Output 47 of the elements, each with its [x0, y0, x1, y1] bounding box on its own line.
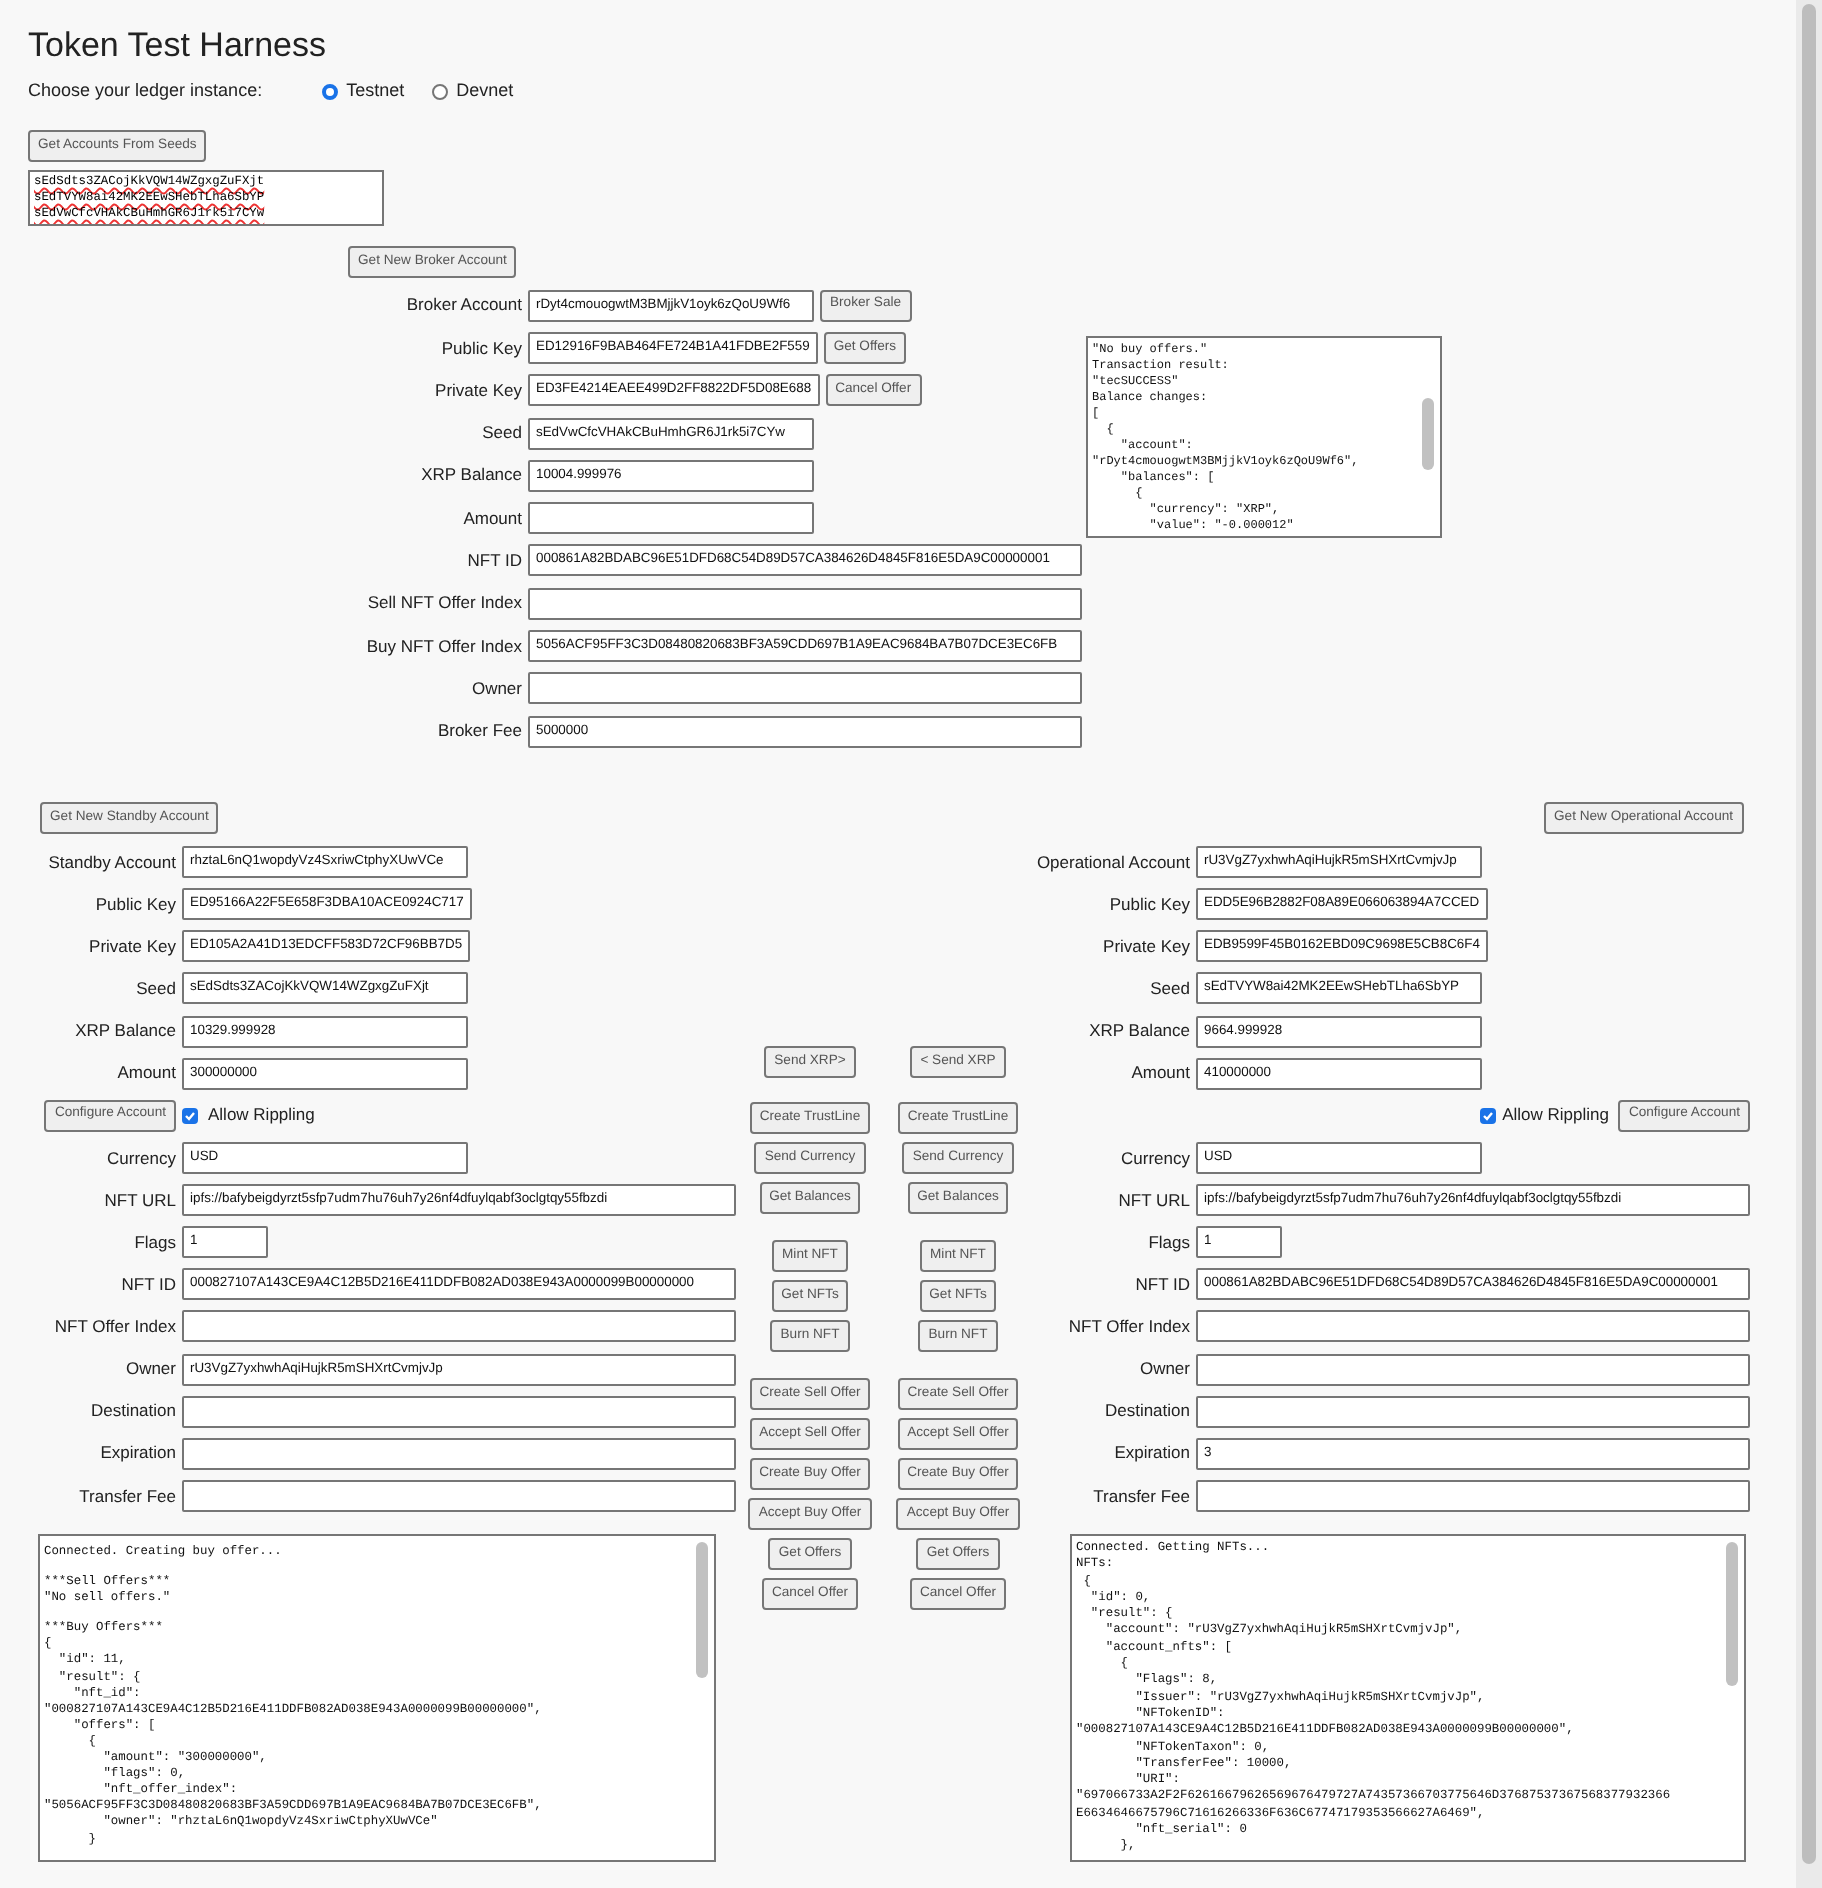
field-label: Currency — [1119, 1145, 1190, 1171]
radio-label: Testnet — [346, 78, 405, 104]
field-label: Private Key — [1101, 933, 1190, 960]
field-label: Seed — [134, 976, 176, 1002]
field-label: XRP Balance — [1087, 1018, 1190, 1044]
field-label: NFT ID — [465, 548, 522, 574]
field-label: Destination — [1102, 1398, 1190, 1425]
field-label: Standby Account — [46, 849, 176, 875]
field-label: NFT Offer Index — [1066, 1314, 1190, 1340]
field-label: Amount — [1129, 1060, 1190, 1087]
field-label: Expiration — [1112, 1440, 1190, 1467]
field-label: Flags — [1146, 1229, 1190, 1256]
field-label: Broker Account — [404, 292, 522, 319]
field-label: NFT ID — [119, 1271, 176, 1298]
field-label: Expiration — [98, 1440, 176, 1467]
field-label: Owner — [469, 675, 522, 702]
field-label: Transfer Fee — [1091, 1483, 1190, 1509]
field-label: Public Key — [93, 891, 176, 918]
field-label: Owner — [1137, 1356, 1190, 1382]
field-label: Transfer Fee — [77, 1483, 176, 1509]
field-label: NFT URL — [1116, 1187, 1190, 1213]
checkbox-label: Allow Rippling — [208, 1102, 315, 1129]
checkbox-label: Allow Rippling — [1502, 1102, 1609, 1129]
field-label: Public Key — [439, 335, 522, 361]
field-label: Owner — [123, 1356, 176, 1382]
field-label: NFT Offer Index — [52, 1314, 176, 1340]
field-label: Currency — [105, 1145, 176, 1171]
field-label: Flags — [132, 1229, 176, 1256]
field-label: Amount — [115, 1060, 176, 1087]
field-label: Private Key — [87, 933, 176, 960]
field-label: XRP Balance — [419, 462, 522, 489]
radio-label: Devnet — [456, 78, 514, 104]
field-label: Seed — [480, 420, 522, 446]
field-label: XRP Balance — [73, 1018, 176, 1044]
field-label: Operational Account — [1034, 849, 1190, 875]
field-label: NFT ID — [1133, 1271, 1190, 1298]
field-label: Public Key — [1107, 891, 1190, 918]
field-label: Sell NFT Offer Index — [365, 590, 522, 617]
field-label: Private Key — [433, 377, 522, 404]
page-title: Token Test Harness — [28, 24, 326, 67]
field-label: NFT URL — [102, 1187, 176, 1213]
field-label: Buy NFT Offer Index — [364, 633, 522, 659]
field-label: Amount — [461, 505, 522, 531]
field-label: Choose your ledger instance: — [28, 78, 263, 104]
field-label: Seed — [1148, 976, 1190, 1002]
field-label: Destination — [88, 1398, 176, 1425]
field-label: Broker Fee — [435, 718, 522, 744]
